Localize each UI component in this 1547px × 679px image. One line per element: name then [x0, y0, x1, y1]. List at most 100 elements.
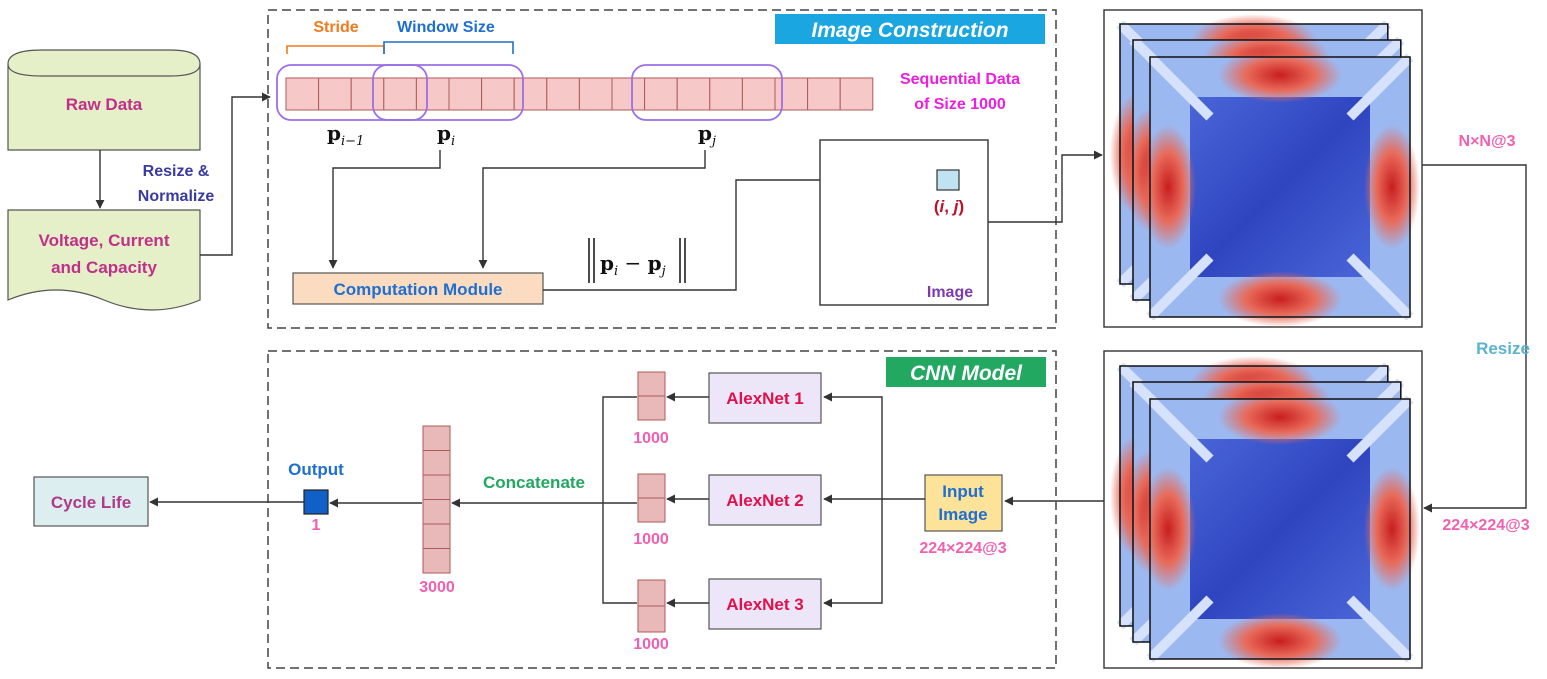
concat-cell [422, 499, 451, 525]
p-i-to-computation-arrow [328, 150, 441, 269]
sequence-cell [611, 77, 646, 111]
feature-cell [637, 395, 666, 421]
concat-merge-lines [602, 396, 637, 604]
sequence-cell [448, 77, 483, 111]
sequence-cell [350, 77, 385, 111]
cnn-model-panel [267, 350, 1057, 669]
pixel-ij-label: (i, j) [934, 197, 964, 216]
sequence-cell [415, 77, 450, 111]
resize-normalize-line2: Normalize [138, 188, 215, 205]
feature-cell [637, 605, 666, 633]
sequence-cell [546, 77, 580, 111]
svg-text:Image Construction: Image Construction [811, 19, 1008, 42]
input-image-line2: Image [938, 505, 987, 524]
svg-text:pi − pj: pi − pj [600, 251, 666, 279]
computation-module-box: Computation Module [292, 272, 544, 305]
sequence-cell [676, 77, 711, 111]
sequential-data-line2: of Size 1000 [914, 96, 1006, 113]
image-box [819, 139, 989, 306]
p-j-label: pj [698, 121, 716, 149]
feature-1000-label-2: 1000 [633, 531, 669, 548]
size-224-input-label: 224×224@3 [919, 540, 1006, 557]
input-image-box: Input Image [924, 474, 1003, 532]
alexnet-1-box: AlexNet 1 [708, 372, 822, 424]
sequence-cell [774, 77, 809, 111]
image-to-stack-arrow [988, 150, 1103, 223]
concat-cell [422, 425, 451, 451]
stride-label: Stride [313, 19, 358, 36]
nxn-heatmap-stack [1110, 14, 1420, 327]
svg-text:CNN Model: CNN Model [910, 362, 1023, 385]
resize-normalize-line1: Resize & [143, 163, 210, 180]
sequence-cell [285, 77, 320, 111]
p-prev-label: pi−1 [327, 121, 364, 149]
concat-cell [422, 474, 451, 500]
image-construction-title: Image Construction [775, 14, 1045, 44]
alexnet-2-box: AlexNet 2 [708, 474, 822, 526]
raw-data-box: Raw Data [7, 49, 201, 151]
resize-label: Resize [1476, 339, 1530, 358]
cycle-life-label: Cycle Life [51, 493, 131, 512]
sequence-cell [481, 77, 515, 111]
concatenate-label: Concatenate [483, 473, 585, 492]
size-224-right-label: 224×224@3 [1442, 517, 1529, 534]
image-construction-panel [267, 9, 1057, 329]
nxn-label: N×N@3 [1459, 133, 1516, 150]
feature-cell [637, 371, 666, 397]
window-size-bracket [383, 41, 514, 54]
alexnet-3-label: AlexNet 3 [726, 595, 803, 614]
output-count-label: 1 [312, 517, 321, 534]
alexnet-3-box: AlexNet 3 [708, 578, 822, 630]
sequence-cell [741, 77, 776, 111]
cnn-model-title: CNN Model [886, 357, 1046, 387]
sequential-data-row [285, 77, 874, 111]
computation-module-label: Computation Module [333, 280, 502, 299]
sequential-data-line1: Sequential Data [900, 71, 1020, 88]
stride-bracket [286, 45, 385, 54]
alexnet-2-label: AlexNet 2 [726, 491, 803, 510]
sequence-cell [318, 77, 352, 111]
feature-cell [637, 473, 666, 499]
output-node [303, 489, 329, 515]
sequence-cell [513, 77, 548, 111]
sequence-cell [807, 77, 841, 111]
input-to-alexnet1-arrow [823, 392, 883, 499]
sequence-cell [839, 77, 874, 111]
vcc-line1: Voltage, Current [39, 231, 170, 250]
sequence-cell [644, 77, 678, 111]
vector-3000-label: 3000 [419, 579, 455, 596]
resized-heatmap-stack [1110, 356, 1420, 669]
concat-cell [422, 523, 451, 549]
input-image-line1: Input [942, 482, 984, 501]
feature-1000-label-3: 1000 [633, 636, 669, 653]
vcc-box: Voltage, Current and Capacity [7, 209, 201, 311]
alexnet-1-label: AlexNet 1 [726, 389, 803, 408]
sequence-cell [383, 77, 417, 111]
sequence-cell [578, 77, 613, 111]
window-p-i [372, 64, 524, 121]
image-label: Image [927, 284, 973, 301]
feature-1000-label-1: 1000 [633, 430, 669, 447]
pixel-ij [936, 169, 960, 191]
concat-cell [422, 450, 451, 476]
sequence-cell [709, 77, 743, 111]
input-to-alexnet3-arrow [823, 499, 883, 608]
concatenated-vector [422, 425, 451, 574]
output-label: Output [288, 460, 344, 479]
feature-cell [637, 497, 666, 523]
window-p-prev [276, 64, 428, 121]
window-size-label: Window Size [397, 19, 495, 36]
vcc-line2: and Capacity [51, 258, 157, 277]
raw-data-label: Raw Data [66, 95, 143, 114]
vcc-to-sequence-arrow [200, 92, 271, 256]
feature-vectors [637, 371, 666, 633]
p-j-to-computation-arrow [478, 150, 706, 269]
window-p-j [631, 64, 783, 121]
norm-expression: pi − pj [588, 238, 686, 283]
p-i-label: pi [437, 121, 455, 149]
cycle-life-box: Cycle Life [33, 476, 149, 527]
feature-cell [637, 579, 666, 607]
resize-arrow [1422, 164, 1527, 513]
concat-cell [422, 548, 451, 574]
